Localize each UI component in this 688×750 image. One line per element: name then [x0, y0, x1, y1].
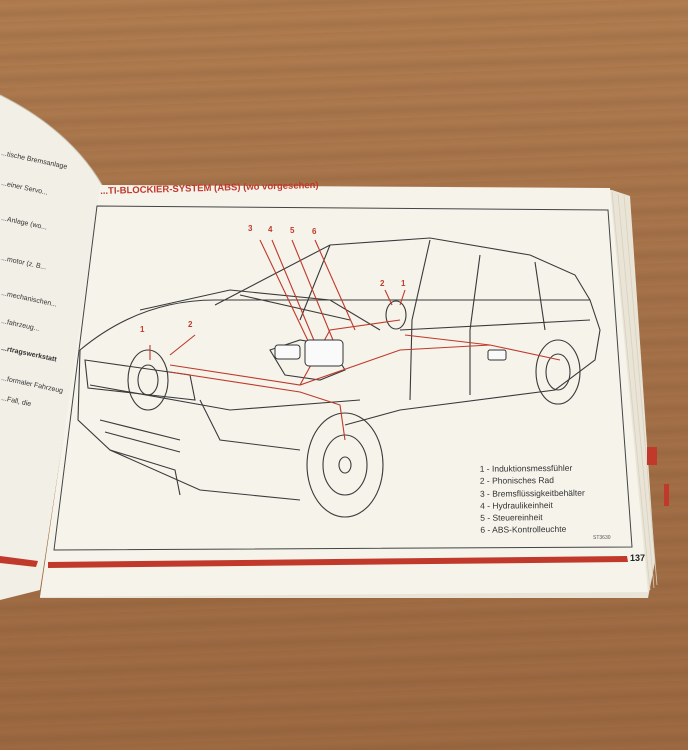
callout-front-2: 2 — [188, 320, 193, 329]
abs-components — [274, 339, 507, 367]
callout-4: 4 — [268, 225, 273, 234]
callout-rear-2: 2 — [380, 279, 385, 288]
car-drawing — [77, 237, 601, 518]
page-stack-lines — [611, 191, 658, 591]
figure-frame — [53, 205, 633, 551]
left-page-edge — [0, 94, 103, 186]
bottom-red-rule — [48, 556, 628, 568]
red-tab-marker-2 — [664, 484, 669, 506]
red-tab-marker-1 — [647, 447, 657, 465]
left-page-red-rule — [0, 556, 38, 567]
left-page — [0, 95, 102, 600]
figure-code: ST3630 — [593, 535, 611, 541]
callout-6: 6 — [312, 227, 317, 236]
abs-lines — [149, 239, 561, 441]
callout-3: 3 — [248, 224, 253, 233]
figure-legend: 1 - Induktionsmessfühler 2 - Phonisches … — [480, 461, 631, 536]
page-number: 137 — [630, 553, 646, 563]
right-page — [40, 185, 648, 597]
callout-front-1: 1 — [140, 325, 145, 334]
callout-rear-1: 1 — [401, 279, 406, 288]
callout-5: 5 — [290, 226, 295, 235]
